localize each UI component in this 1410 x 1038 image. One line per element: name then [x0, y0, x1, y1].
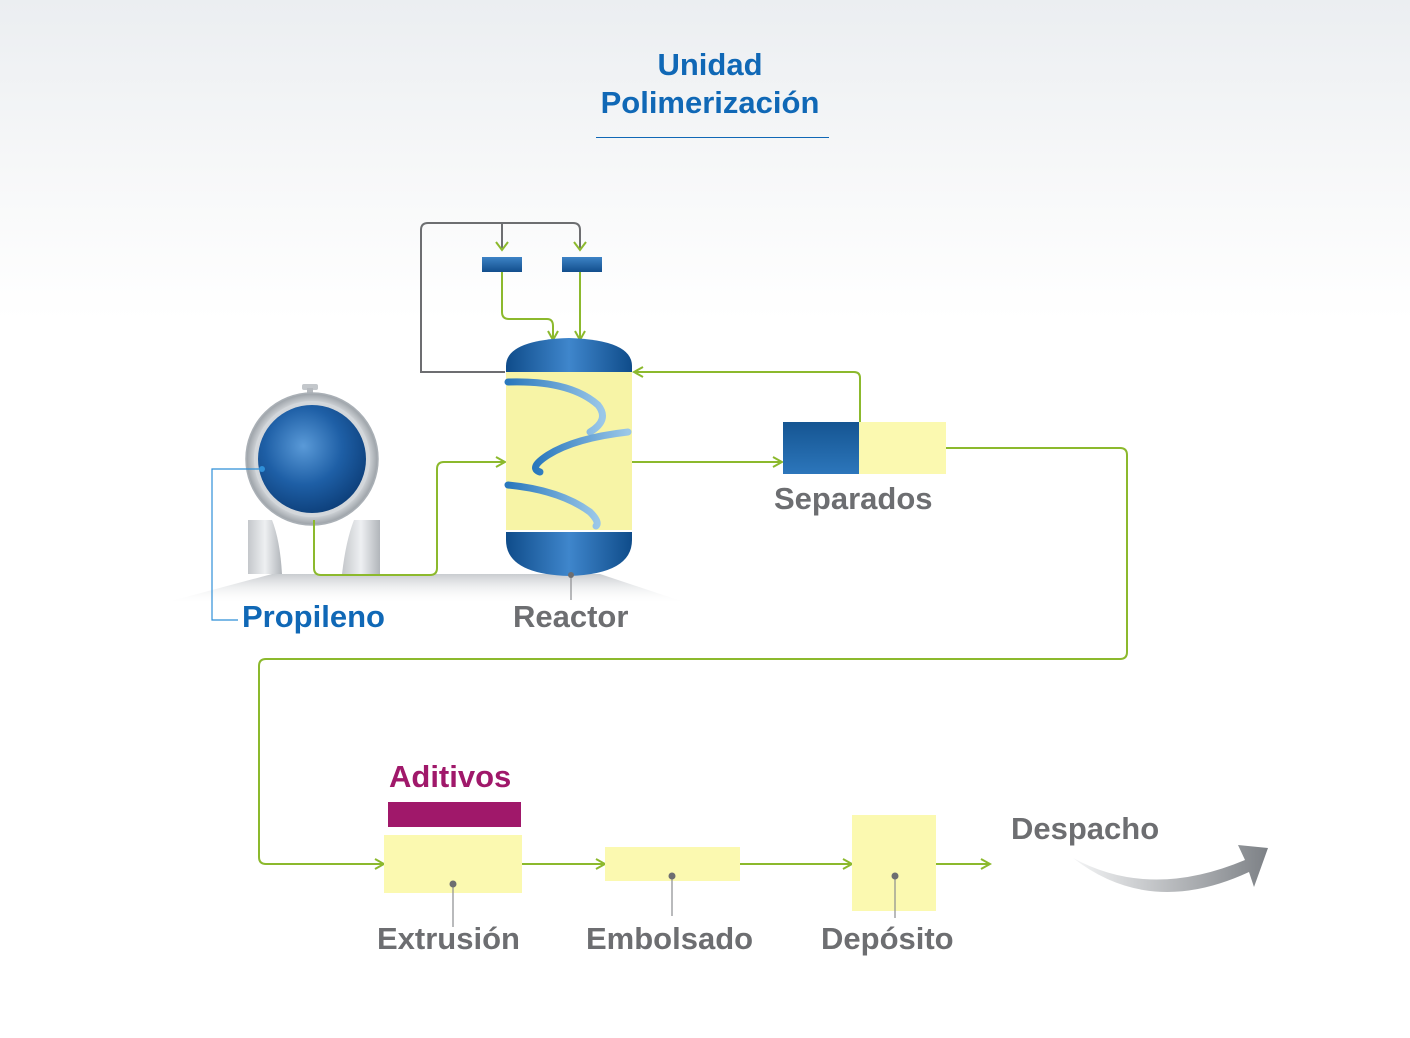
- title-underline: [596, 137, 829, 138]
- reactor-body: [506, 372, 632, 530]
- feeder-right: [562, 257, 602, 272]
- propylene-sphere: [258, 405, 366, 513]
- label-propileno: Propileno: [242, 599, 385, 634]
- separator-blue: [783, 422, 859, 474]
- tank-leg-left: [248, 520, 282, 574]
- tank-leg-right: [342, 520, 380, 574]
- aditivos-bar: [388, 802, 521, 827]
- feeder-left: [482, 257, 522, 272]
- label-extrusion: Extrusión: [377, 921, 520, 956]
- title-line-2: Polimerización: [600, 85, 820, 120]
- reactor-helix-1: [504, 378, 606, 436]
- title-line-1: Unidad: [657, 47, 763, 82]
- feed-line-left: [501, 272, 553, 340]
- deposito-box: [852, 815, 936, 911]
- separator-yellow: [859, 422, 946, 474]
- page-title: Unidad Polimerización: [560, 46, 860, 122]
- reactor-bottom-dome: [506, 532, 632, 576]
- despacho-arrow: [1073, 845, 1268, 892]
- label-embolsado: Embolsado: [586, 921, 753, 956]
- label-reactor: Reactor: [513, 599, 628, 634]
- label-aditivos: Aditivos: [389, 759, 511, 794]
- reactor-helix-3: [504, 481, 601, 530]
- label-deposito: Depósito: [821, 921, 954, 956]
- main-transfer-line: [258, 447, 1128, 864]
- label-despacho: Despacho: [1011, 811, 1159, 846]
- gray-recycle-line: [420, 222, 581, 373]
- reactor-top-dome: [506, 338, 632, 372]
- floor-shadow: [160, 574, 690, 604]
- propylene-feed-line: [313, 462, 505, 576]
- propileno-callout: [211, 468, 262, 621]
- recycle-line: [634, 372, 861, 422]
- reactor-helix-2: [532, 428, 632, 476]
- label-separados: Separados: [774, 481, 933, 516]
